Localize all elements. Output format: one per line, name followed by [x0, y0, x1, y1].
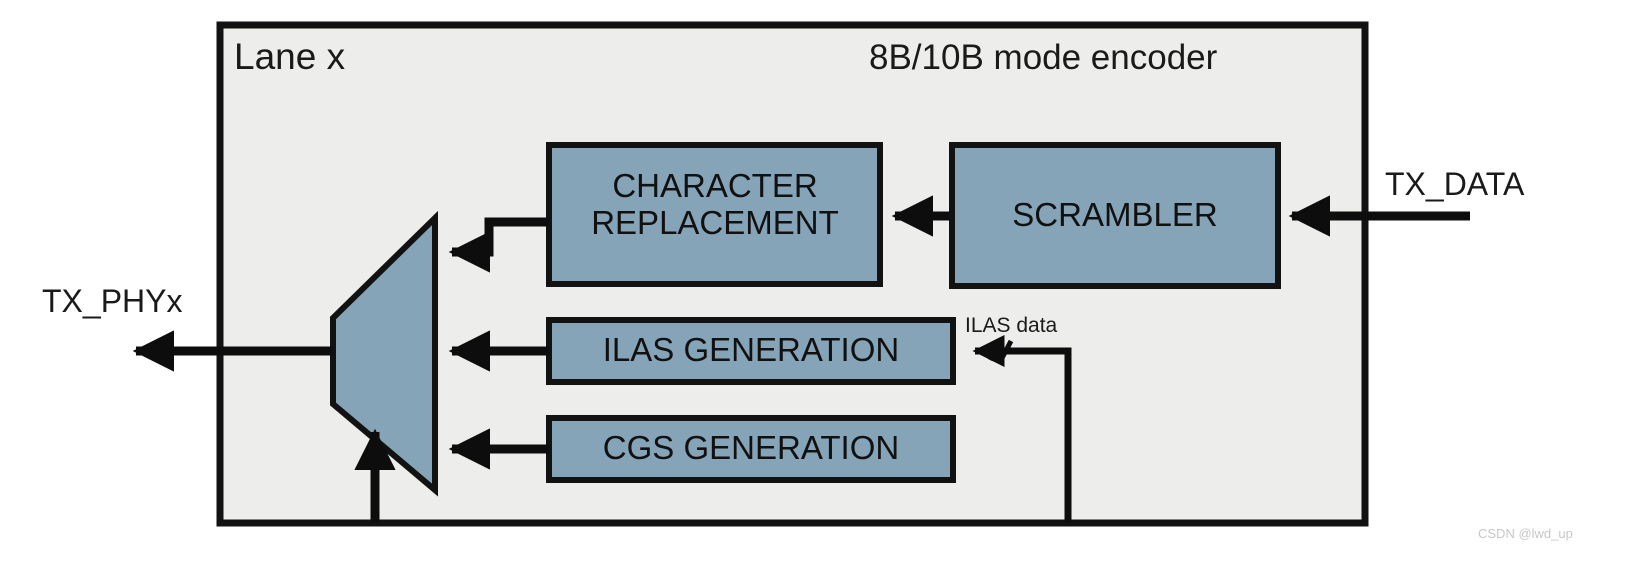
tx-data-label: TX_DATA [1385, 166, 1525, 202]
watermark: CSDN @lwd_up [1478, 526, 1573, 541]
ilas-generation-label: ILAS GENERATION [602, 331, 900, 368]
ilas-data-label: ILAS data [965, 314, 1058, 337]
ilas-data-bus-slash-2 [998, 339, 1014, 362]
ilas-data-bus-slash-1 [987, 339, 1003, 362]
character-replacement-block [546, 142, 883, 287]
cgs-generation-label: CGS GENERATION [602, 429, 900, 466]
diagram-title: 8B/10B mode encoder [869, 38, 1218, 77]
scrambler-label: SCRAMBLER [1012, 196, 1218, 233]
character-replacement-to-mux-arrow [448, 217, 549, 273]
tx-phyx-label: TX_PHYx [42, 283, 183, 319]
lane-label: Lane x [234, 36, 346, 77]
ilas-generation-block [546, 317, 956, 385]
multiplexer-shape [330, 210, 438, 497]
scrambler-block [949, 142, 1281, 289]
character-replacement-label: CHARACTER REPLACEMENT [591, 167, 839, 241]
